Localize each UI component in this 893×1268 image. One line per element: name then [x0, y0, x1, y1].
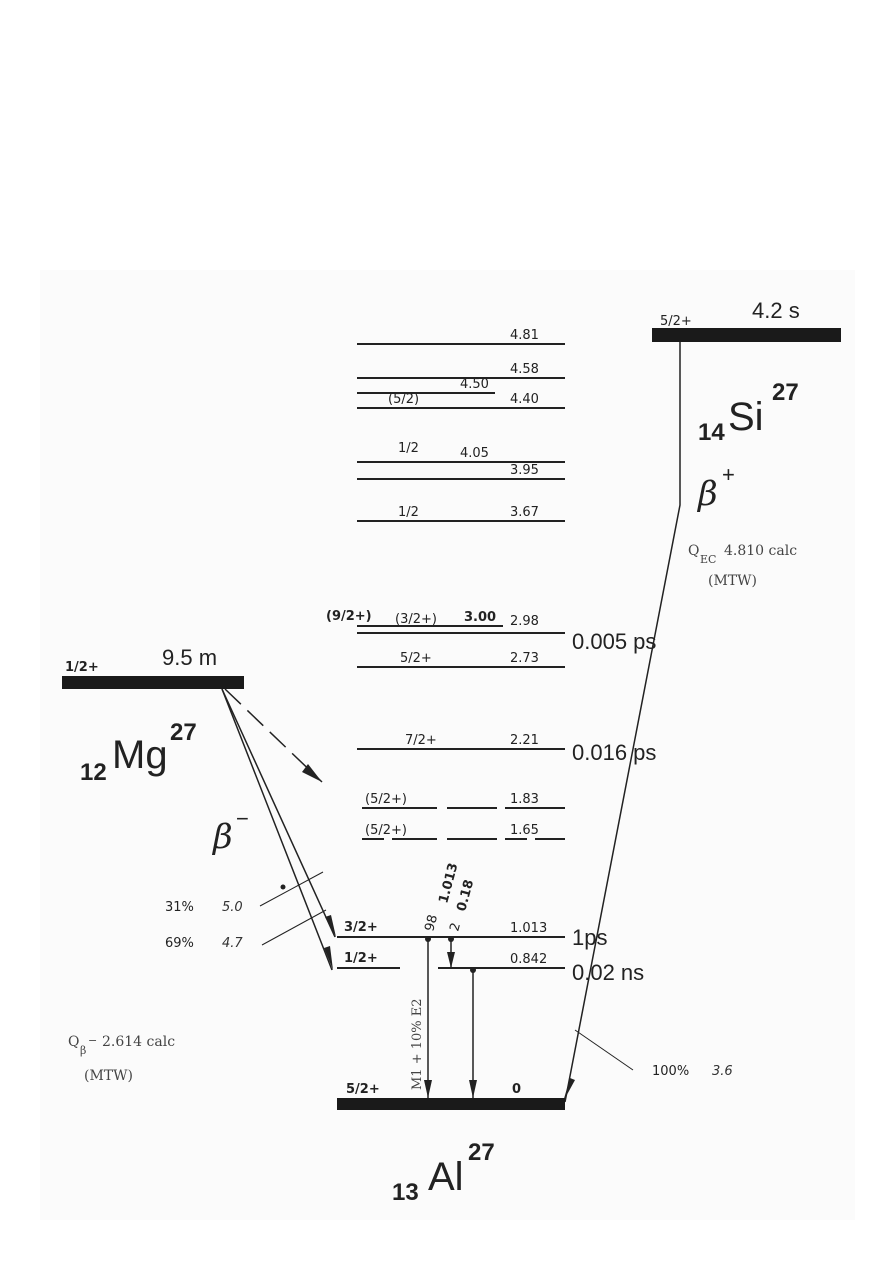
- level-energy: 1.83: [510, 792, 539, 807]
- qbeta-prefix: Q: [68, 1034, 79, 1050]
- level-energy: 2.98: [510, 614, 539, 629]
- qec-sub: EC: [700, 553, 716, 566]
- level-spin: (3/2+): [395, 612, 437, 627]
- si27-arrowhead: [563, 1078, 575, 1102]
- mg27-branch-logft-69: 4.7: [222, 936, 243, 951]
- mg27-halflife: 9.5 m: [162, 645, 217, 670]
- level-spin: 5/2+: [400, 651, 432, 666]
- mg27-branch-dot: [280, 884, 286, 890]
- gamma-018-intensity: 2: [447, 921, 464, 933]
- background-panel: [40, 270, 855, 1220]
- mg27-z: 12: [80, 759, 107, 786]
- gamma-018-arrowhead: [447, 952, 455, 968]
- al27-z: 13: [392, 1179, 419, 1206]
- level-spin: 3/2+: [344, 920, 378, 935]
- si27-branch-leader: [574, 1029, 634, 1071]
- mg27-branch-dashed: [224, 688, 323, 783]
- mg27-arrowhead-dashed: [302, 764, 322, 782]
- level-energy: 4.58: [510, 362, 539, 377]
- si27-branch-logft: 3.6: [712, 1064, 733, 1079]
- level-spin: 1/2+: [344, 951, 378, 966]
- al27-symbol: Al: [428, 1155, 464, 1199]
- mg27-arrowhead-1013: [325, 915, 336, 937]
- si27-z: 14: [698, 419, 725, 446]
- level-spin: 1/2: [398, 505, 419, 520]
- si27-branch-percent: 100%: [652, 1064, 689, 1079]
- beta-minus-sign: −: [236, 806, 249, 831]
- si27-parent: 5/2+ 4.2 s 14 Si 27 β + Q EC 4.810 calc …: [563, 298, 841, 1103]
- mg27-branch-1013: [221, 688, 336, 938]
- level-energy: 2.73: [510, 651, 539, 666]
- level-halflife: 1ps: [572, 925, 607, 950]
- al27-levels: 4.81 4.58 4.50 (5/2) 4.40 4.05 1/2 3.95 …: [326, 328, 656, 1110]
- level-energy: 3.00: [464, 610, 496, 625]
- level-spin: (5/2): [388, 392, 419, 407]
- gamma-1013-dot: [425, 936, 431, 942]
- level-spin: (5/2+): [365, 792, 407, 807]
- mg27-level-bar: [62, 676, 244, 689]
- si27-spin: 5/2+: [660, 314, 692, 329]
- si27-symbol: Si: [728, 395, 764, 439]
- mg27-parent: 1/2+ 9.5 m 12 Mg 27 β − 31% 5.0 69% 4.7 …: [62, 645, 336, 1084]
- si27-decay-arrow: [564, 342, 681, 1103]
- mg27-symbol: Mg: [112, 733, 168, 777]
- ground-level-bar: [337, 1098, 565, 1110]
- gamma-0842-arrowhead: [469, 1080, 477, 1098]
- level-spin: 1/2: [398, 441, 419, 456]
- mg27-branch-percent-31: 31%: [165, 900, 194, 915]
- qbeta-value: 2.614 calc: [102, 1034, 175, 1050]
- gamma-0842-dot: [470, 967, 476, 973]
- si27-mass: 27: [772, 379, 799, 406]
- qbeta-source: (MTW): [84, 1068, 133, 1084]
- level-energy: 0.842: [510, 952, 547, 967]
- level-halflife: 0.016 ps: [572, 740, 656, 765]
- mg27-branch-logft-31: 5.0: [222, 900, 243, 915]
- level-energy: 4.05: [460, 446, 489, 461]
- gamma-1013-intensity: 98: [422, 913, 441, 933]
- mg27-mass: 27: [170, 719, 197, 746]
- level-spin: (5/2+): [365, 823, 407, 838]
- qbeta-sup: −: [88, 1034, 97, 1047]
- al27-label: 13 Al 27: [392, 1139, 495, 1206]
- qec-prefix: Q: [688, 543, 699, 559]
- level-energy: 4.50: [460, 377, 489, 392]
- level-energy: 1.65: [510, 823, 539, 838]
- level-energy: 4.81: [510, 328, 539, 343]
- mg27-branch-0842: [221, 688, 333, 971]
- beta-plus-sign: +: [722, 462, 735, 487]
- mg27-leader-31: [259, 871, 324, 907]
- level-halflife: 0.02 ns: [572, 960, 644, 985]
- qec-value: 4.810 calc: [724, 543, 797, 559]
- beta-plus-symbol: β: [696, 474, 718, 514]
- si27-halflife: 4.2 s: [752, 298, 800, 323]
- level-spin: 7/2+: [405, 733, 437, 748]
- mg27-branch-percent-69: 69%: [165, 936, 194, 951]
- level-energy: 1.013: [510, 921, 547, 936]
- gamma-1013-multipolarity: M1 + 10% E2: [410, 998, 425, 1090]
- beta-minus-symbol: β: [211, 817, 233, 857]
- level-energy: 4.40: [510, 392, 539, 407]
- al27-mass: 27: [468, 1139, 495, 1166]
- mg27-spin: 1/2+: [65, 660, 99, 675]
- gamma-018-dot: [448, 936, 454, 942]
- gamma-1013-arrowhead: [424, 1080, 432, 1098]
- level-spin: (9/2+): [326, 609, 372, 624]
- level-energy: 2.21: [510, 733, 539, 748]
- level-energy: 0: [512, 1082, 521, 1097]
- qec-source: (MTW): [708, 573, 757, 589]
- level-energy: 3.95: [510, 463, 539, 478]
- level-energy: 3.67: [510, 505, 539, 520]
- qbeta-sub: β: [80, 1044, 86, 1057]
- gamma-transitions: 98 1.013 2 0.18 M1 + 10% E2: [410, 861, 477, 1098]
- mg27-arrowhead-0842: [324, 946, 333, 970]
- mg27-leader-69: [261, 909, 327, 946]
- level-halflife: 0.005 ps: [572, 629, 656, 654]
- level-spin: 5/2+: [346, 1082, 380, 1097]
- si27-level-bar: [652, 328, 841, 342]
